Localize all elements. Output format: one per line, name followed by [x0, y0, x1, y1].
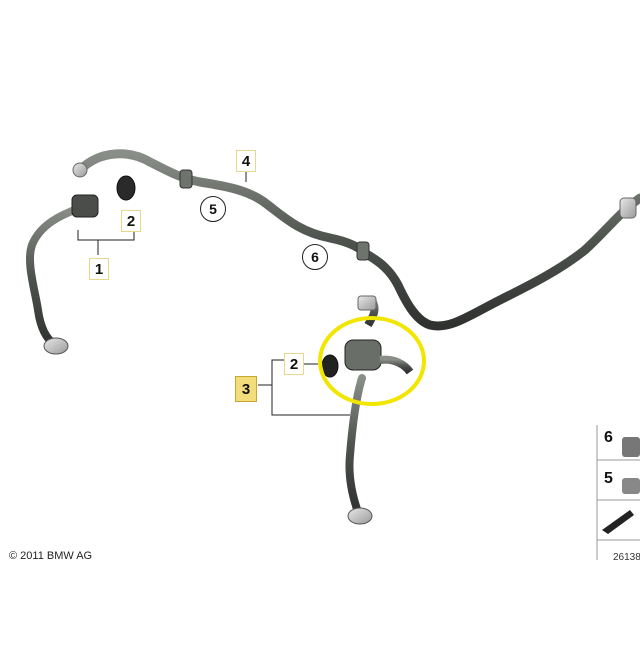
left-valve-cap	[72, 162, 88, 178]
legend-arrow-icon	[602, 510, 634, 534]
lower-vent-hose	[345, 374, 366, 516]
lower-hose-end-connector	[347, 507, 373, 525]
legend-number-6: 6	[604, 429, 613, 446]
left-valve-body	[71, 194, 99, 218]
legend-part-5-icon	[622, 478, 640, 494]
legend-part-6-icon	[622, 437, 640, 457]
branch-connector	[357, 295, 377, 311]
callout-1: 1	[89, 258, 109, 280]
valve-pump-3	[344, 339, 382, 371]
callout-3: 3	[235, 376, 257, 402]
legend-number-5: 5	[604, 470, 613, 487]
copyright-text: © 2011 BMW AG	[9, 550, 93, 562]
callout-2-bottom: 2	[284, 353, 304, 375]
left-hose-end-connector	[43, 337, 69, 355]
callout-5-circle: 5	[200, 196, 226, 222]
left-vent-hose	[25, 204, 84, 349]
seal-ring-2-upper	[116, 175, 136, 201]
pump-outlet-hose	[379, 355, 414, 375]
callout-2-top: 2	[121, 210, 141, 232]
callout-6-circle: 6	[302, 244, 328, 270]
callout-4: 4	[236, 150, 256, 172]
hose-clamp-5	[179, 169, 193, 189]
right-hose-connector	[619, 197, 637, 219]
diagram-panel	[0, 103, 640, 570]
hose-clamp-6	[356, 241, 370, 261]
seal-ring-2-lower	[321, 354, 339, 378]
highlight-ring	[318, 316, 426, 406]
diagram-id: 26138	[613, 552, 640, 563]
